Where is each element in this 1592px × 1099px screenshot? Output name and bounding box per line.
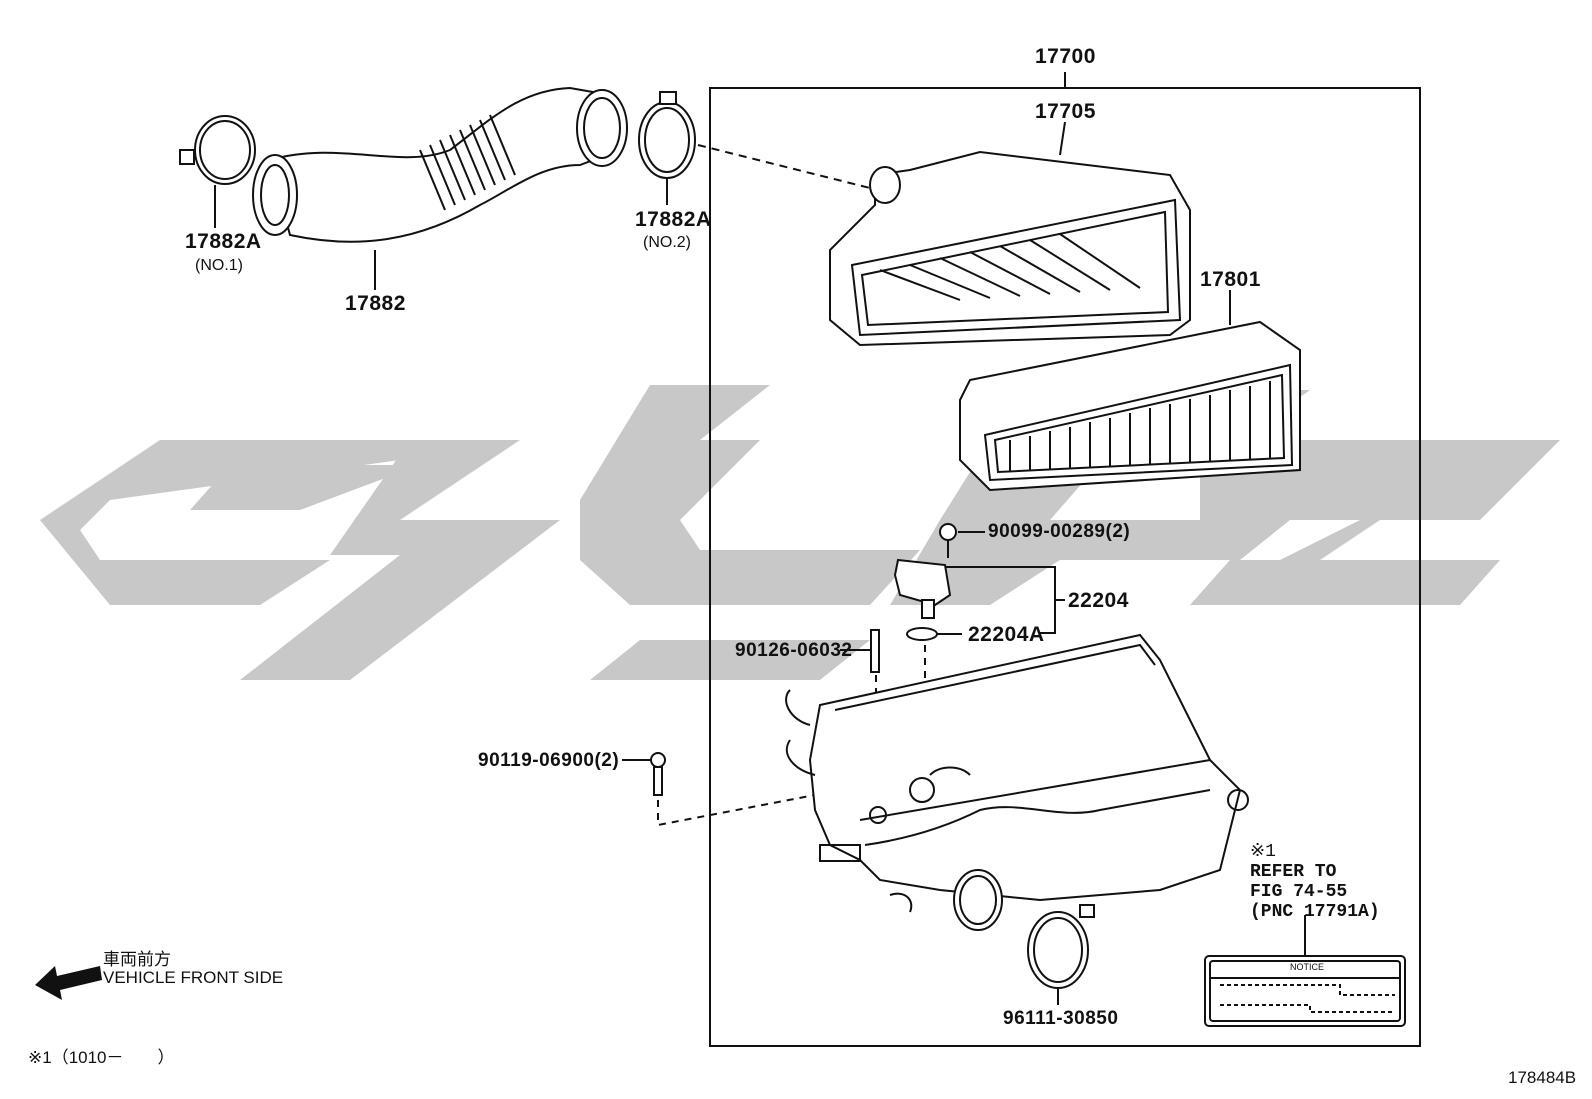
bolt-90119 [622, 752, 816, 827]
clamp-no2 [638, 91, 871, 205]
footnote: ※1（1010－ ） [28, 1048, 175, 1067]
notice-plate-text: NOTICE [1290, 962, 1325, 972]
label-22204: 22204 [1068, 589, 1129, 612]
clamp-no1 [179, 115, 256, 228]
label-17801: 17801 [1200, 268, 1261, 291]
label-90119-06900: 90119-06900(2) [478, 750, 620, 771]
label-17705: 17705 [1035, 100, 1096, 123]
label-17882a-no1-sub: (NO.1) [195, 257, 243, 274]
label-96111-30850: 96111-30850 [1003, 1008, 1119, 1029]
figure-id: 178484B [1508, 1068, 1577, 1087]
label-17700: 17700 [1035, 45, 1096, 68]
note-line1: REFER TO [1250, 862, 1337, 882]
watermark-logo [40, 385, 1560, 680]
direction-jp: 車両前方 [103, 950, 171, 969]
label-17882: 17882 [345, 292, 406, 315]
front-arrow-icon [35, 966, 102, 1000]
note-line2: FIG 74-55 [1250, 882, 1348, 902]
label-17882a-no1: 17882A [185, 230, 262, 253]
screw-90099 [939, 523, 985, 558]
air-cleaner-case [785, 633, 1249, 931]
label-90099-00289: 90099-00289(2) [988, 521, 1131, 542]
label-22204a: 22204A [968, 623, 1045, 646]
note-line3: (PNC 17791A) [1250, 902, 1380, 922]
label-17882a-no2: 17882A [635, 208, 712, 231]
notice-plate [1204, 955, 1406, 1027]
label-17882a-no2-sub: (NO.2) [643, 234, 691, 251]
hose-clamp-96111 [1027, 904, 1095, 1005]
label-90126-06032: 90126-06032 [735, 640, 853, 661]
leader-17705 [1059, 121, 1066, 156]
airflow-sensor [893, 558, 1065, 800]
note-mark: ※1 [1250, 842, 1276, 862]
air-filter-element [959, 290, 1301, 492]
intake-hose [252, 86, 628, 290]
direction-en: VEHICLE FRONT SIDE [103, 968, 284, 987]
air-cleaner-cap [829, 121, 1191, 347]
